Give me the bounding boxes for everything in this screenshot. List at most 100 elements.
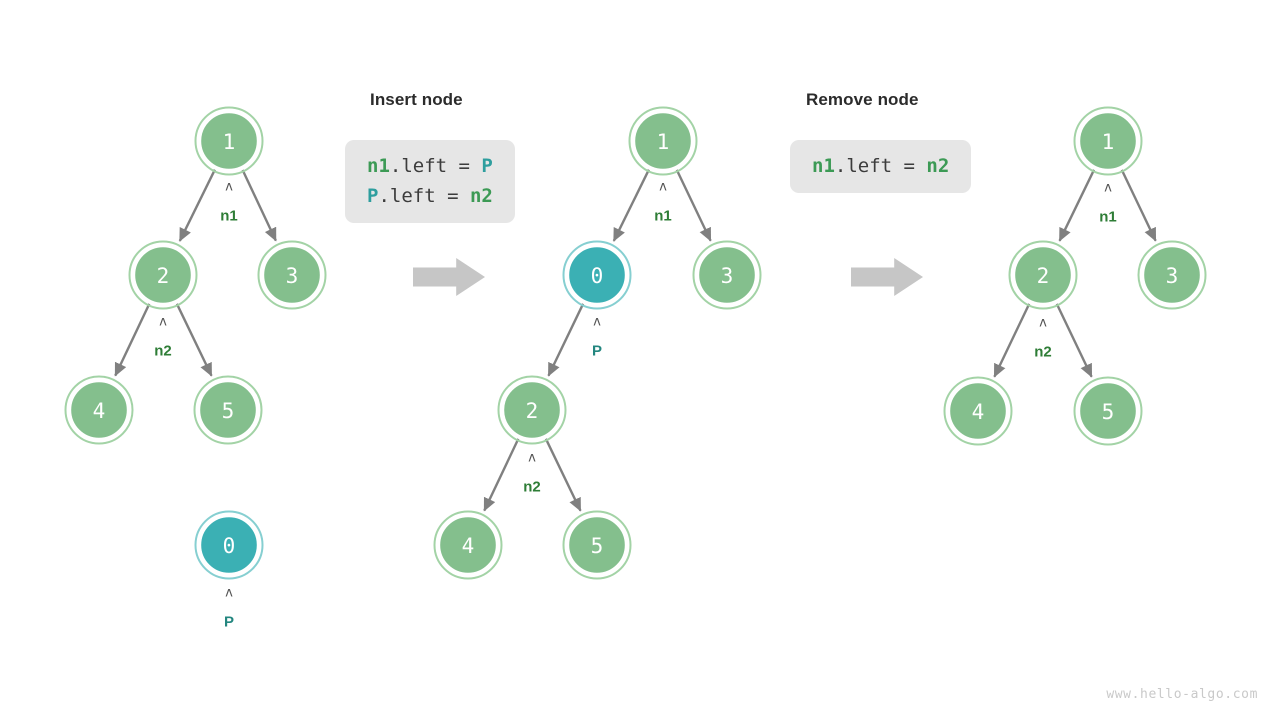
pointer-name-text: n1 xyxy=(1099,209,1117,226)
node-circle xyxy=(198,110,260,172)
tree-edge xyxy=(612,169,650,242)
pointer-label-t2-ptr-n1: ʌn1 xyxy=(654,180,672,225)
tree-node-t2-n5[interactable]: 5 xyxy=(562,510,632,580)
tree-node-t2-n1[interactable]: 1 xyxy=(628,106,698,176)
code-token: P xyxy=(367,185,379,207)
node-circle xyxy=(261,244,323,306)
node-outer-ring xyxy=(193,375,263,445)
node-circle xyxy=(696,244,758,306)
code-token: .left = xyxy=(389,155,482,177)
node-value-label: 3 xyxy=(1166,264,1179,288)
node-outer-ring xyxy=(1008,240,1078,310)
code-token: n1 xyxy=(367,155,390,177)
node-value-label: 5 xyxy=(222,399,235,423)
node-outer-ring xyxy=(1137,240,1207,310)
code-token: .left = xyxy=(378,185,470,207)
tree-node-t1-n4[interactable]: 4 xyxy=(64,375,134,445)
node-circle xyxy=(68,379,130,441)
pointer-label-t2-ptr-p: ʌP xyxy=(592,315,602,360)
tree-edge xyxy=(178,169,216,242)
node-outer-ring xyxy=(1073,106,1143,176)
node-outer-ring xyxy=(497,375,567,445)
section-title-remove: Remove node xyxy=(806,90,919,109)
tree-edge xyxy=(175,303,213,377)
code-token: n2 xyxy=(469,185,493,207)
tree-node-t3-n1[interactable]: 1 xyxy=(1073,106,1143,176)
caret-icon: ʌ xyxy=(528,451,536,466)
code-line: n1.left = n2 xyxy=(812,151,949,181)
node-value-label: 1 xyxy=(1102,130,1115,154)
tree-node-t1-n0[interactable]: 0 xyxy=(194,510,264,580)
pointer-name-text: P xyxy=(592,343,602,360)
node-outer-ring xyxy=(433,510,503,580)
node-value-label: 1 xyxy=(657,130,670,154)
node-outer-ring xyxy=(692,240,762,310)
node-value-label: 4 xyxy=(972,400,985,424)
node-outer-ring xyxy=(562,510,632,580)
caret-icon: ʌ xyxy=(225,586,233,601)
caret-icon: ʌ xyxy=(593,315,601,330)
node-value-label: 5 xyxy=(591,534,604,558)
code-token: n2 xyxy=(926,155,950,177)
node-value-label: 2 xyxy=(157,264,170,288)
block-arrows-layer xyxy=(413,258,923,296)
pointer-label-t1-ptr-p: ʌP xyxy=(224,586,234,631)
pointer-name-text: n1 xyxy=(220,208,238,225)
code-line: n1.left = P xyxy=(367,151,493,181)
code-line: P.left = n2 xyxy=(367,181,493,211)
tree-node-t3-n5[interactable]: 5 xyxy=(1073,376,1143,446)
tree-edge xyxy=(114,303,151,377)
tree-node-t1-n1[interactable]: 1 xyxy=(194,106,264,176)
tree-edge xyxy=(547,303,585,377)
node-value-label: 1 xyxy=(223,130,236,154)
node-circle xyxy=(437,514,499,576)
pointer-name-text: n1 xyxy=(654,208,672,225)
node-outer-ring xyxy=(943,376,1013,446)
node-value-label: 3 xyxy=(721,264,734,288)
pointer-name-text: n2 xyxy=(523,479,541,496)
code-box-remove-code: n1.left = n2 xyxy=(790,140,972,193)
tree-edge xyxy=(993,303,1031,378)
node-circle xyxy=(947,380,1009,442)
tree-edges-layer xyxy=(114,169,1157,512)
tree-edge xyxy=(1120,169,1157,242)
tree-node-t1-n5[interactable]: 5 xyxy=(193,375,263,445)
tree-node-t2-n3[interactable]: 3 xyxy=(692,240,762,310)
pointer-name-text: n2 xyxy=(1034,344,1052,361)
tree-node-t1-n2[interactable]: 2 xyxy=(128,240,198,310)
tree-nodes-layer: 1 2 3 4 5 0 1 0 3 2 4 5 1 2 3 4 5 xyxy=(64,106,1207,580)
pointer-name-text: P xyxy=(224,614,234,631)
caret-icon: ʌ xyxy=(1104,181,1112,196)
tree-node-t3-n2[interactable]: 2 xyxy=(1008,240,1078,310)
tree-node-t2-n4[interactable]: 4 xyxy=(433,510,503,580)
tree-node-t3-n4[interactable]: 4 xyxy=(943,376,1013,446)
node-circle xyxy=(1012,244,1074,306)
pointer-label-t3-ptr-n1: ʌ n1 xyxy=(1099,181,1117,226)
node-outer-ring xyxy=(194,106,264,176)
node-outer-ring xyxy=(1073,376,1143,446)
node-value-label: 3 xyxy=(286,264,299,288)
tree-node-t2-n2[interactable]: 2 xyxy=(497,375,567,445)
code-token: .left = xyxy=(834,155,927,177)
pointer-name-text: n2 xyxy=(154,343,172,360)
pointer-label-t1-ptr-n2: ʌn2 xyxy=(154,315,172,360)
code-token: P xyxy=(481,155,493,177)
node-outer-ring xyxy=(562,240,632,310)
node-value-label: 4 xyxy=(93,399,106,423)
node-circle xyxy=(198,514,260,576)
node-outer-ring xyxy=(257,240,327,310)
tree-edge xyxy=(483,438,520,512)
pointer-label-t1-ptr-n1: ʌn1 xyxy=(220,180,238,225)
code-token: n1 xyxy=(812,155,835,177)
node-circle xyxy=(566,244,628,306)
tree-node-t2-n0[interactable]: 0 xyxy=(562,240,632,310)
node-value-label: 0 xyxy=(591,264,604,288)
tree-node-t1-n3[interactable]: 3 xyxy=(257,240,327,310)
block-arrow-arrow-2 xyxy=(851,258,923,296)
block-arrow-arrow-1 xyxy=(413,258,485,296)
node-circle xyxy=(632,110,694,172)
caret-icon: ʌ xyxy=(1039,316,1047,331)
tree-node-t3-n3[interactable]: 3 xyxy=(1137,240,1207,310)
